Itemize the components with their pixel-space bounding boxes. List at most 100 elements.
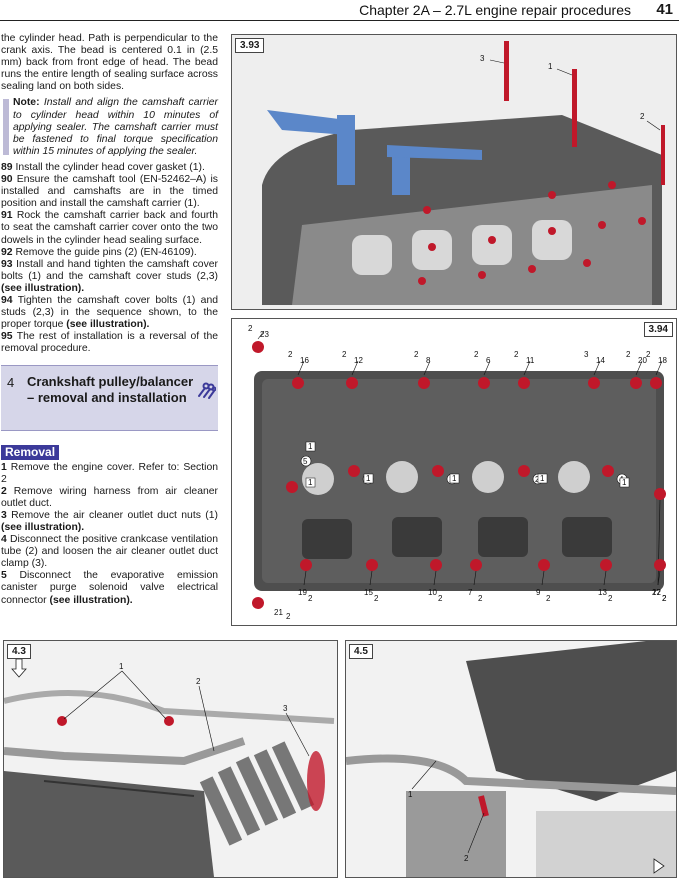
- step-paragraph: 3 Remove the air cleaner outlet duct nut…: [1, 510, 218, 534]
- part-23: 2: [248, 324, 253, 333]
- seq-5: 5: [303, 457, 308, 466]
- step-paragraph: 89 Install the cylinder head cover gaske…: [1, 162, 218, 174]
- step-paragraph: 5 Disconnect the evaporative emission ca…: [1, 570, 218, 606]
- step-text: The rest of installation is a reversal o…: [1, 331, 219, 355]
- bolt-14: [588, 377, 600, 389]
- seq-14: 14: [596, 356, 605, 365]
- see-illustration-ref: (see illustration).: [1, 522, 85, 533]
- bolt-10: [430, 559, 442, 571]
- seq-21: 21: [274, 608, 283, 617]
- section-title: Crankshaft pulley/balancer – removal and…: [27, 374, 194, 406]
- seq-10: 10: [428, 588, 437, 597]
- step-number: 1: [1, 461, 7, 473]
- step-text: Remove wiring harness from air cleaner o…: [1, 485, 219, 509]
- bolt-9: [538, 559, 550, 571]
- step-paragraph: 4 Disconnect the positive crankcase vent…: [1, 534, 218, 570]
- purge-valve-illustration: 1 2: [346, 641, 676, 877]
- seq-18: 18: [658, 356, 667, 365]
- chapter-title: Chapter 2A – 2.7L engine repair procedur…: [359, 2, 631, 18]
- seq-8: 8: [426, 356, 431, 365]
- bolt-5: [286, 481, 298, 493]
- figure-label: 3.94: [643, 322, 673, 337]
- see-illustration-ref: (see illustration).: [1, 282, 85, 294]
- seq-17: 17: [652, 588, 661, 597]
- bolt-12: [346, 377, 358, 389]
- callout-3: 3: [480, 54, 485, 63]
- seq-16: 16: [300, 356, 309, 365]
- bolt-4: [602, 465, 614, 477]
- figure-label: 4.5: [349, 644, 373, 659]
- arrow-right-icon: [653, 858, 665, 874]
- part-6: 2: [474, 350, 479, 359]
- step-text: Install and hand tighten the camshaft co…: [1, 258, 219, 282]
- seq-6: 6: [486, 356, 491, 365]
- step-paragraph: 1 Remove the engine cover. Refer to: Sec…: [1, 462, 218, 486]
- step-text: Disconnect the positive crankcase ventil…: [1, 534, 218, 570]
- part-18: 2: [646, 350, 651, 359]
- wrench-icon: [198, 382, 216, 400]
- bolt-23: [252, 341, 264, 353]
- callout-1: 1: [408, 790, 413, 799]
- bolt-22: [654, 488, 666, 500]
- part-11: 2: [514, 350, 519, 359]
- bolt-3: [348, 465, 360, 477]
- part-16: 2: [288, 350, 293, 359]
- air-duct-illustration: 1 2 3: [4, 641, 337, 877]
- bolt-18: [650, 377, 662, 389]
- text-column: the cylinder head. Path is perpendicular…: [1, 33, 218, 607]
- seq-2: 2: [535, 475, 540, 484]
- step-paragraph: 92 Remove the guide pins (2) (EN-46109).: [1, 247, 218, 259]
- section-number: 4: [7, 375, 15, 391]
- engine-head-illustration: 3 1 2: [232, 35, 676, 309]
- part-8: 2: [414, 350, 419, 359]
- steps-list-b: 1 Remove the engine cover. Refer to: Sec…: [1, 462, 218, 607]
- see-illustration-ref: (see illustration).: [66, 319, 150, 331]
- figure-4-5: 1 2 4.5: [345, 640, 677, 878]
- step-text: Disconnect the evaporative emission cani…: [1, 570, 218, 606]
- label-1: 1: [540, 474, 545, 483]
- step-number: 90: [1, 174, 13, 186]
- step-number: 91: [1, 210, 13, 222]
- part-12: 2: [342, 350, 347, 359]
- bolt-1: [432, 465, 444, 477]
- step-paragraph: 95 The rest of installation is a reversa…: [1, 331, 218, 355]
- part-17: 2: [662, 594, 667, 603]
- callout-2: 2: [640, 112, 645, 121]
- figure-label: 3.93: [235, 38, 265, 53]
- label-1: 1: [308, 478, 313, 487]
- step-paragraph: 90 Ensure the camshaft tool (EN-52462–A)…: [1, 174, 218, 210]
- intro-paragraph: the cylinder head. Path is perpendicular…: [1, 33, 218, 93]
- step-text: Remove the guide pins (2) (EN-46109).: [15, 246, 197, 258]
- bolt-2: [518, 465, 530, 477]
- callout-3: 3: [283, 704, 288, 713]
- see-illustration-ref: (see illustration).: [49, 594, 133, 606]
- seq-19: 19: [298, 588, 307, 597]
- seq-23: 23: [260, 330, 269, 339]
- bolt-8: [418, 377, 430, 389]
- steps-list-a: 89 Install the cylinder head cover gaske…: [1, 162, 218, 356]
- step-text: Tighten the camshaft cover bolts (1) and…: [1, 294, 218, 331]
- seq-15: 15: [364, 588, 373, 597]
- step-number: 92: [1, 246, 13, 258]
- step-number: 2: [1, 485, 7, 497]
- step-text: Install the cylinder head cover gasket (…: [15, 161, 205, 173]
- seq-13: 13: [598, 588, 607, 597]
- page-number: 41: [656, 1, 673, 18]
- arrow-down-icon: [11, 658, 27, 678]
- label-1: 1: [452, 474, 457, 483]
- label-1: 1: [622, 478, 627, 487]
- step-number: 3: [1, 509, 7, 521]
- bolt-13: [600, 559, 612, 571]
- step-number: 89: [1, 161, 13, 173]
- step-text: Remove the engine cover. Refer to: Secti…: [1, 461, 218, 485]
- bolt-19: [300, 559, 312, 571]
- part-9: 2: [546, 594, 551, 603]
- bolt-11: [518, 377, 530, 389]
- callout-2: 2: [464, 854, 469, 863]
- part-13: 2: [608, 594, 613, 603]
- bolt-15: [366, 559, 378, 571]
- bolt-7: [470, 559, 482, 571]
- seq-20: 20: [638, 356, 647, 365]
- step-text: Remove the air cleaner outlet duct nuts …: [11, 509, 218, 521]
